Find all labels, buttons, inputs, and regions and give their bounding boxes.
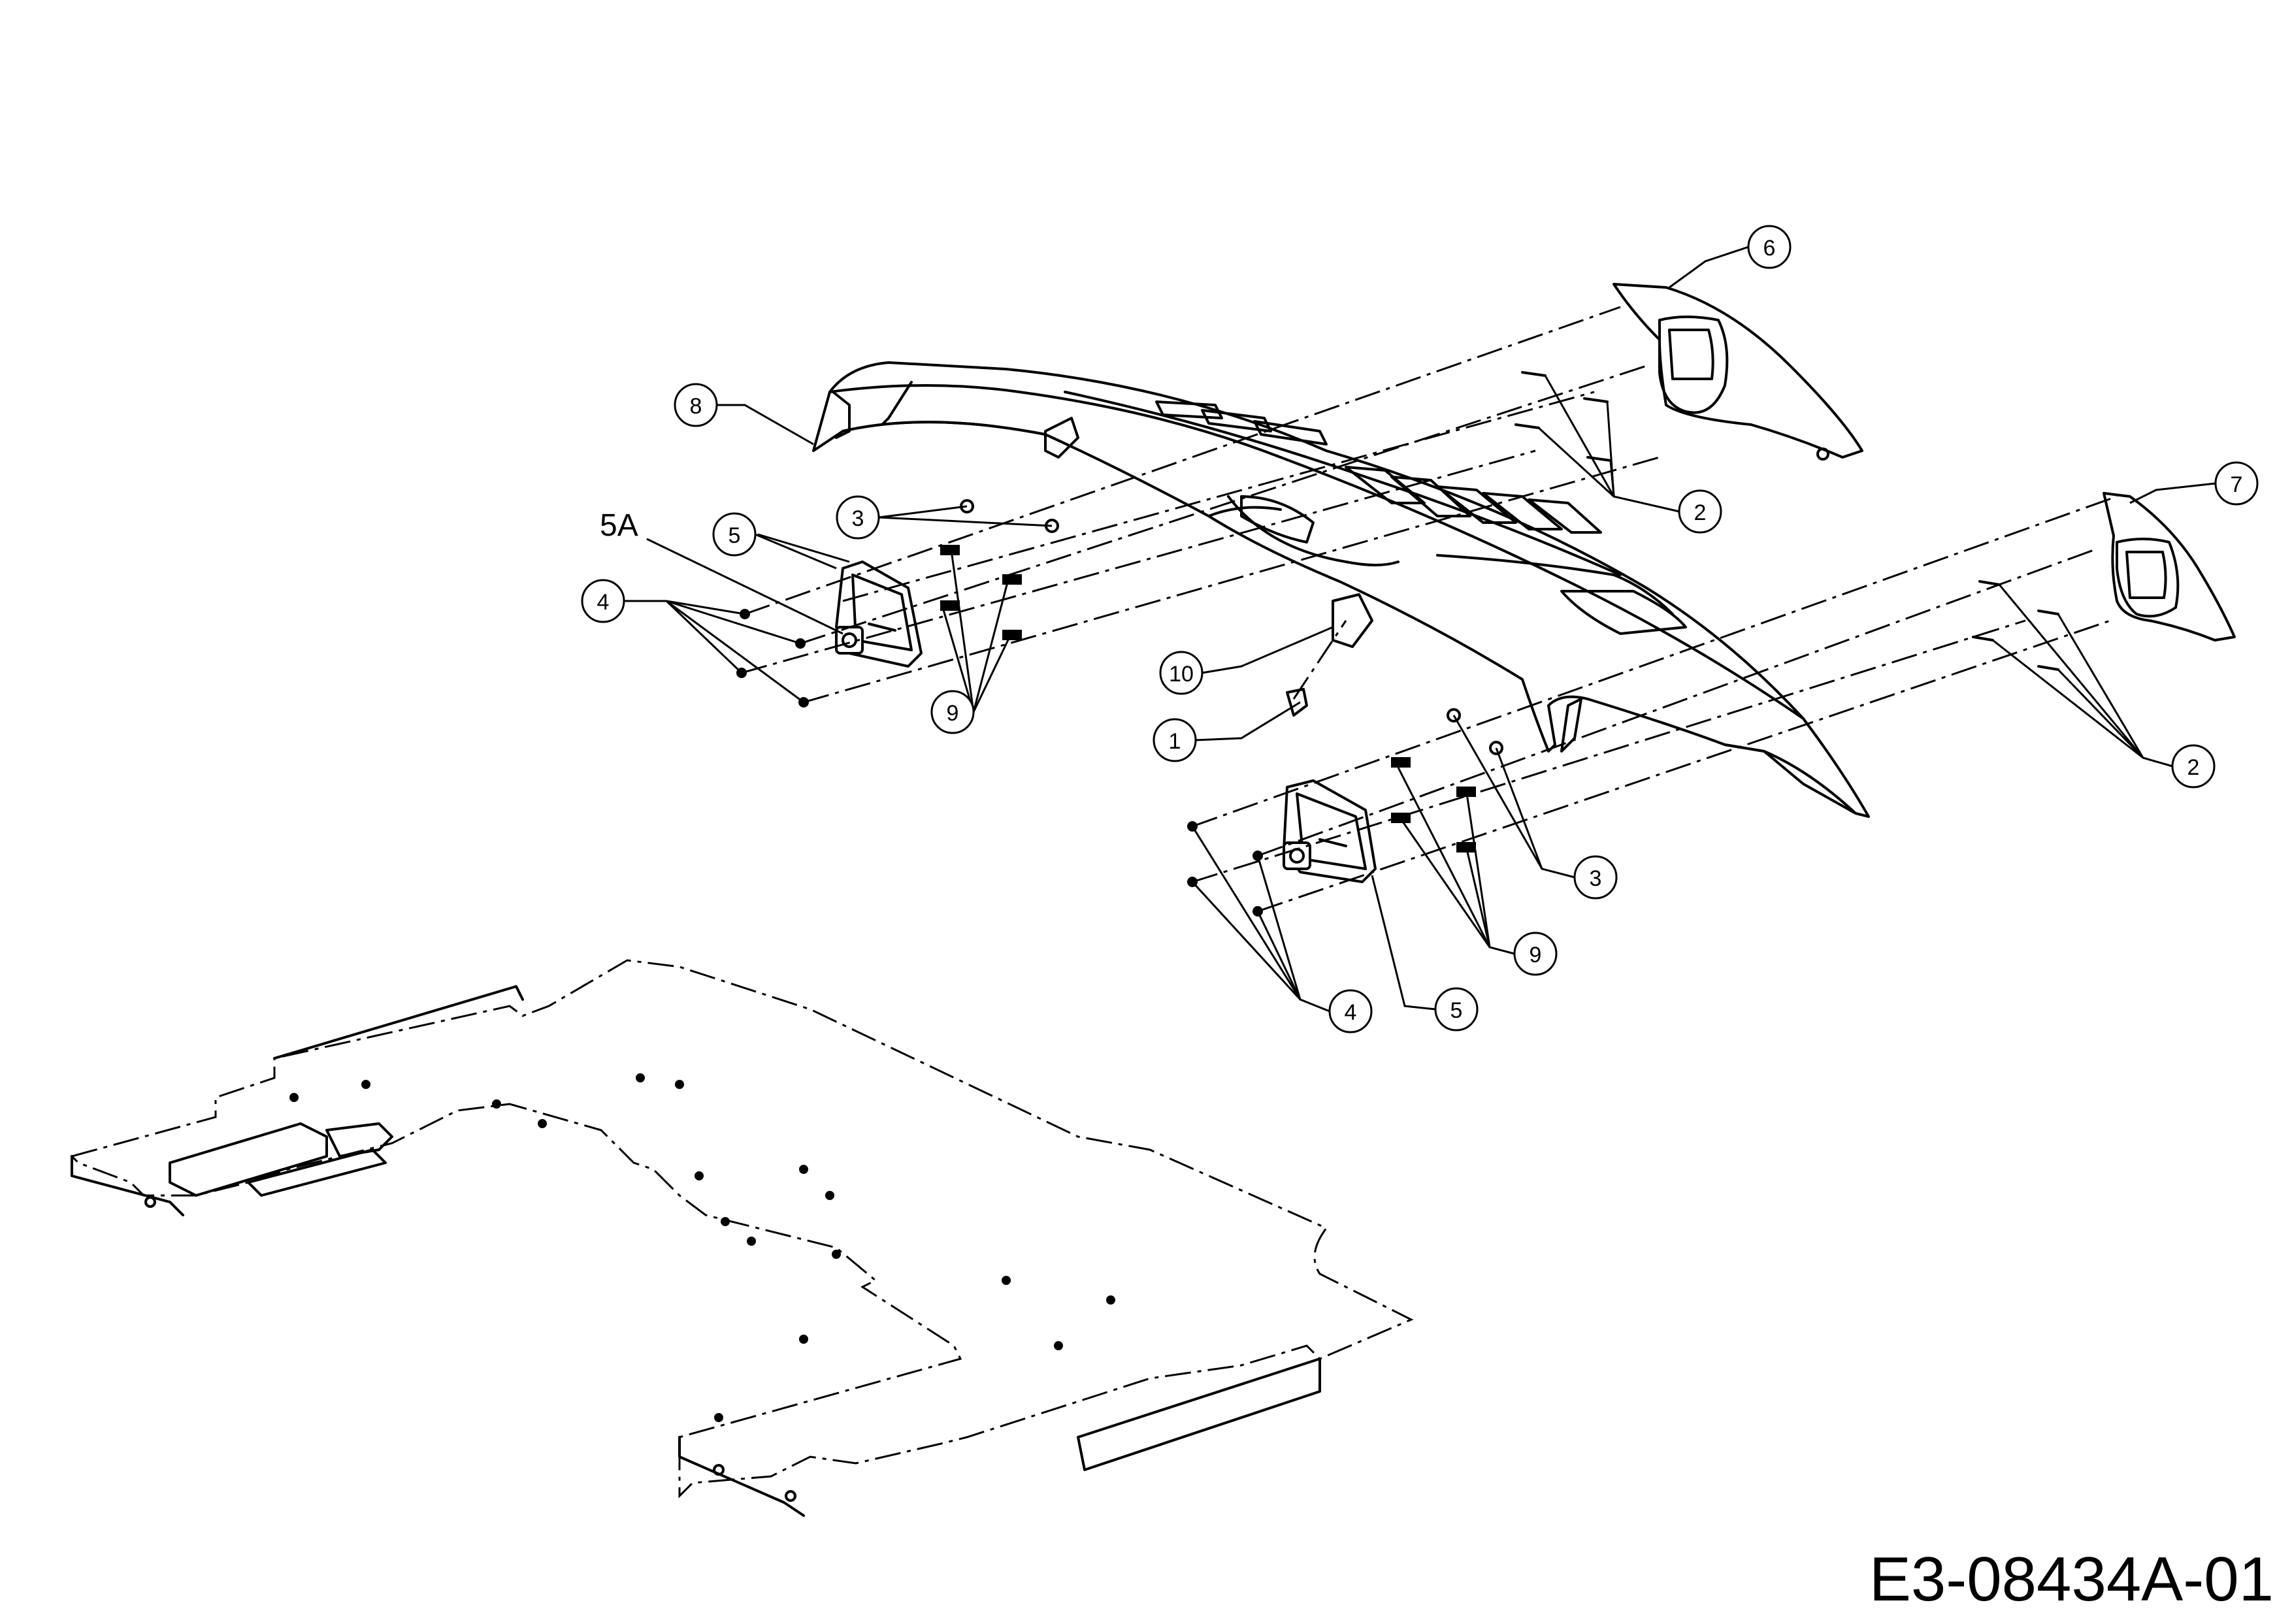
- callout-8: 8: [674, 383, 718, 427]
- callouts: 8 6 7 3 5 4 9 2 2 10 1 3 9 4 5: [581, 225, 2259, 1033]
- svg-text:6: 6: [1763, 236, 1776, 261]
- svg-text:2: 2: [2187, 755, 2200, 780]
- svg-text:2: 2: [1694, 500, 1707, 525]
- light-housing-lower: [2103, 492, 2236, 641]
- svg-text:9: 9: [1530, 943, 1542, 967]
- hood-cover: [812, 361, 1870, 818]
- callout-2-lower: 2: [2171, 744, 2216, 788]
- callout-4-upper: 4: [581, 579, 625, 623]
- svg-text:10: 10: [1169, 662, 1194, 687]
- callout-6: 6: [1747, 225, 1792, 269]
- callout-9-lower: 9: [1513, 932, 1558, 976]
- svg-text:3: 3: [1590, 866, 1602, 891]
- svg-text:5: 5: [1450, 998, 1463, 1023]
- callout-7: 7: [2214, 461, 2259, 506]
- svg-text:5: 5: [729, 523, 741, 548]
- callout-1: 1: [1153, 718, 1197, 762]
- callout-5-upper: 5: [712, 512, 757, 557]
- svg-text:7: 7: [2231, 472, 2243, 497]
- floor-plate: [70, 959, 1414, 1517]
- svg-text:4: 4: [1345, 1000, 1357, 1025]
- callout-4-lower: 4: [1328, 989, 1373, 1033]
- hardware-fasteners: [736, 371, 2059, 917]
- headlight-right: [1283, 779, 1377, 883]
- diagram-id-label: E3-08434A-01: [1869, 1544, 2274, 1614]
- grille-vents: [1155, 400, 1602, 534]
- svg-text:8: 8: [690, 394, 702, 419]
- svg-text:3: 3: [852, 506, 864, 531]
- light-housing-upper: [1613, 283, 1863, 461]
- callout-9-upper: 9: [930, 690, 975, 734]
- svg-text:9: 9: [947, 701, 959, 726]
- svg-text:1: 1: [1169, 729, 1181, 754]
- callout-2-upper: 2: [1678, 489, 1722, 534]
- callout-5-lower: 5: [1434, 987, 1479, 1031]
- assembly-lines: [741, 306, 2118, 913]
- callout-3-lower: 3: [1573, 855, 1618, 900]
- leader-lines: [624, 246, 2216, 1013]
- callout-3-upper: 3: [836, 495, 880, 540]
- callout-10: 10: [1159, 651, 1203, 695]
- svg-text:4: 4: [597, 590, 610, 615]
- label-5a: 5A: [600, 508, 638, 543]
